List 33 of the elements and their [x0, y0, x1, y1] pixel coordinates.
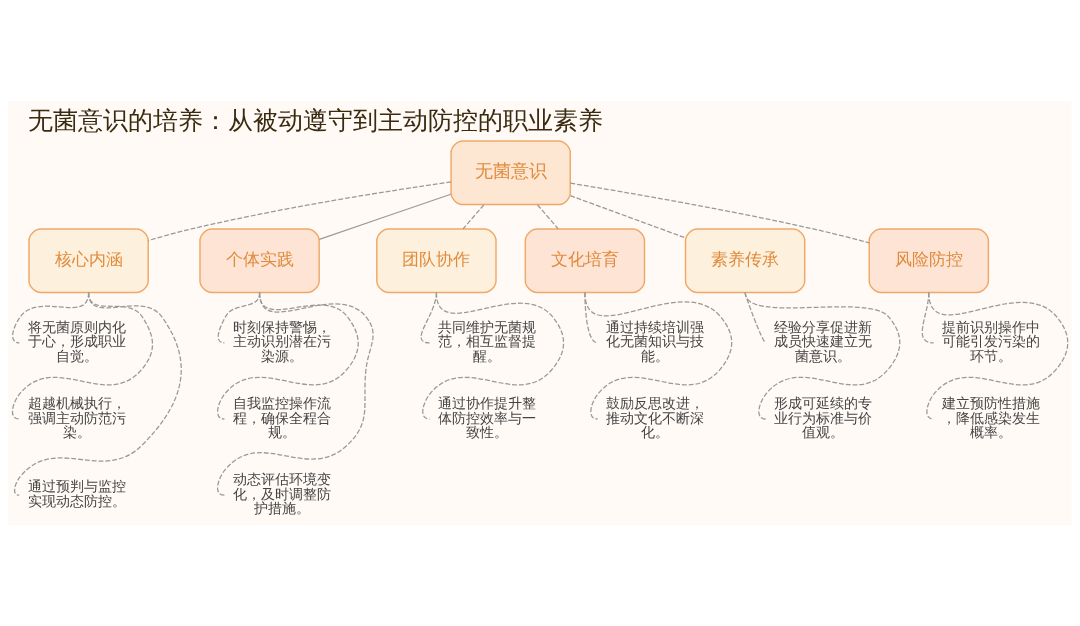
- node-box: 个体实践: [199, 228, 320, 294]
- connector: [216, 291, 374, 496]
- node-box: 风险防控: [868, 228, 990, 294]
- node-text: 超越机械执行，强调主动防范污染。: [27, 394, 126, 441]
- connector: [318, 193, 452, 240]
- connector: [744, 291, 901, 420]
- node-text: 通过预判与监控实现动态防控。: [27, 478, 126, 510]
- node-text: 形成可延续的专业行为标准与价值观。: [774, 394, 873, 441]
- diagram-title: 无菌意识的培养：从被动遵守到主动防控的职业素养: [27, 105, 603, 136]
- node-text: 自我监控操作流程，确保全程合规。: [233, 394, 332, 441]
- connector: [926, 291, 1069, 420]
- node-box: 核心内涵: [28, 228, 149, 294]
- node-text: 鼓励反思改进，推动文化不断深化。: [606, 394, 705, 441]
- node-text: 经验分享促进新成员快速建立无菌意识。: [774, 318, 873, 365]
- node-text: 共同维护无菌规范，相互监督提醒。: [438, 318, 537, 365]
- node-text: 时刻保持警惕，主动识别潜在污染源。: [233, 318, 332, 365]
- node-box: 素养传承: [684, 228, 806, 294]
- node-box: 无菌意识: [450, 140, 571, 206]
- node-box: 文化培育: [524, 228, 646, 294]
- node-text: 通过持续培训强化无菌知识与技能。: [606, 318, 705, 365]
- connector: [462, 204, 485, 230]
- node-text: 建立预防性措施，降低感染发生概率。: [942, 394, 1041, 441]
- connector: [536, 204, 559, 230]
- connector: [569, 182, 870, 244]
- node-box: 团队协作: [376, 228, 497, 294]
- node-text: 提前识别操作中可能引发污染的环节。: [942, 318, 1041, 365]
- node-text: 将无菌原则内化于心，形成职业自觉。: [27, 318, 126, 365]
- node-text: 通过协作提升整体防控效率与一致性。: [438, 394, 537, 441]
- connector: [584, 291, 733, 420]
- connector: [569, 195, 687, 239]
- connector: [422, 291, 565, 420]
- node-text: 动态评估环境变化，及时调整防护措施。: [233, 471, 332, 517]
- connector: [147, 181, 452, 242]
